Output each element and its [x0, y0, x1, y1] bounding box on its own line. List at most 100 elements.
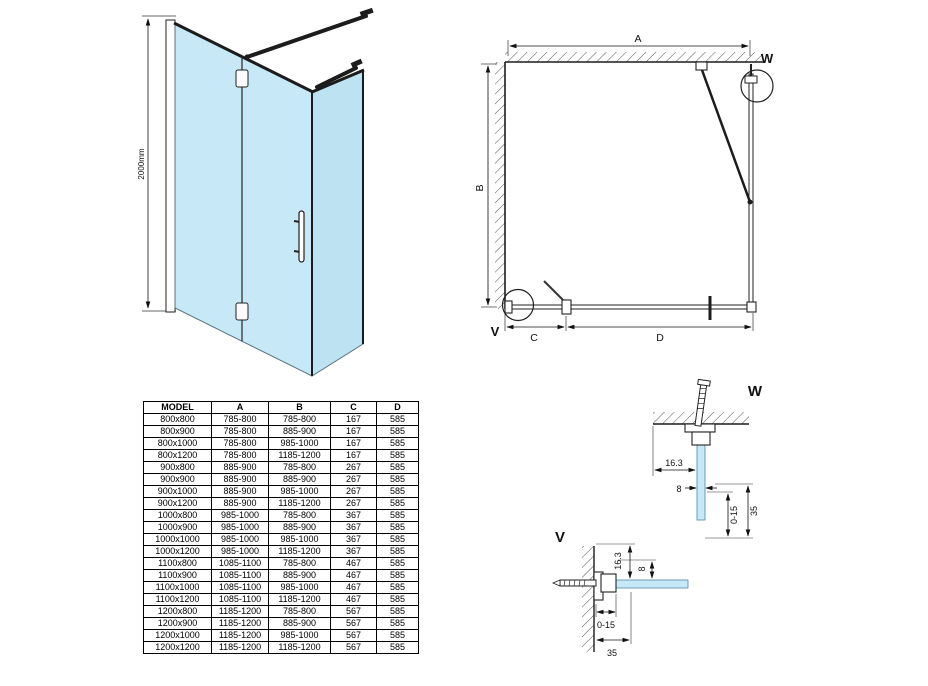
detail-v-marker: [501, 288, 535, 322]
table-cell: 167: [330, 449, 377, 462]
table-cell: 585: [376, 425, 419, 438]
table-cell: 567: [330, 617, 377, 630]
side-glass-plan: [748, 73, 754, 305]
table-cell: 885-900: [211, 473, 269, 486]
table-cell: 367: [330, 545, 377, 558]
table-cell: 1185-1200: [268, 497, 331, 510]
size-table-header-cell: D: [376, 401, 419, 414]
side-glass-panel: [311, 70, 364, 377]
table-cell: 885-900: [268, 569, 331, 582]
table-cell: 1000x800: [143, 509, 212, 522]
screw-w: [694, 378, 711, 427]
table-cell: 467: [330, 593, 377, 606]
table-cell: 985-1000: [211, 545, 269, 558]
table-cell: 567: [330, 641, 377, 654]
screw-v: [551, 579, 597, 587]
front-top-frame: [173, 21, 314, 94]
table-cell: 585: [376, 605, 419, 618]
corner-post-plan: [746, 301, 757, 313]
size-table-header-cell: C: [330, 401, 377, 414]
table-cell: 585: [376, 413, 419, 426]
table-cell: 985-1000: [268, 629, 331, 642]
table-cell: 585: [376, 497, 419, 510]
table-cell: 785-800: [268, 557, 331, 570]
table-cell: 567: [330, 605, 377, 618]
table-cell: 885-900: [211, 497, 269, 510]
table-cell: 1100x1200: [143, 593, 212, 606]
dim-w-glass: 8: [676, 484, 717, 494]
table-cell: 785-800: [268, 461, 331, 474]
table-cell: 985-1000: [211, 521, 269, 534]
table-cell: 585: [376, 521, 419, 534]
table-cell: 367: [330, 521, 377, 534]
table-cell: 467: [330, 581, 377, 594]
dim-w-width: 16.3: [652, 426, 696, 476]
table-cell: 985-1000: [211, 533, 269, 546]
table-cell: 585: [376, 533, 419, 546]
table-cell: 900x900: [143, 473, 212, 486]
height-dim-label: 2000mm: [137, 148, 146, 179]
detail-w: W 16.3 8 0-15: [652, 378, 763, 539]
table-cell: 885-900: [268, 521, 331, 534]
table-cell: 1185-1200: [211, 629, 269, 642]
table-cell: 1200x1200: [143, 641, 212, 654]
table-cell: 1200x800: [143, 605, 212, 618]
iso-view: 2000mm: [137, 7, 374, 377]
top-hinge: [235, 69, 249, 88]
dim-v-adjust-label: 0-15: [597, 620, 615, 630]
dim-w-glass-label: 8: [676, 484, 681, 494]
detail-v: V 16.3 8 0-15: [551, 529, 689, 658]
detail-v-title: V: [555, 529, 565, 546]
table-cell: 585: [376, 617, 419, 630]
table-cell: 885-900: [268, 473, 331, 486]
bottom-hinge: [235, 302, 249, 321]
dim-v-depth-label: 35: [607, 648, 617, 658]
table-cell: 900x1000: [143, 485, 212, 498]
table-cell: 985-1000: [211, 509, 269, 522]
table-cell: 785-800: [211, 425, 269, 438]
left-wall-hatch: [495, 62, 505, 309]
table-cell: 1000x1000: [143, 533, 212, 546]
table-cell: 1100x1000: [143, 581, 212, 594]
table-cell: 1185-1200: [268, 593, 331, 606]
dim-w-width-label: 16.3: [665, 458, 683, 468]
glass-clamp-v: [600, 573, 617, 593]
detail-v-callout-label: V: [491, 324, 500, 339]
table-cell: 985-1000: [268, 437, 331, 450]
table-cell: 1185-1200: [211, 605, 269, 618]
dim-v-glass: 8: [618, 559, 656, 579]
table-cell: 167: [330, 425, 377, 438]
shower-enclosure: [165, 7, 374, 377]
table-cell: 985-1000: [268, 581, 331, 594]
table-cell: 885-900: [268, 425, 331, 438]
table-cell: 585: [376, 485, 419, 498]
table-cell: 785-800: [211, 449, 269, 462]
hinge-plan: [561, 299, 572, 315]
dim-a-label: A: [634, 33, 641, 45]
support-bar-long: [244, 7, 374, 60]
dim-w-adjust-label: 0-15: [729, 506, 739, 524]
dim-w-depth-label: 35: [749, 506, 759, 516]
table-cell: 585: [376, 641, 419, 654]
w-bracket-plan: [744, 64, 758, 84]
table-cell: 785-800: [268, 509, 331, 522]
table-cell: 1185-1200: [268, 449, 331, 462]
table-cell: 367: [330, 509, 377, 522]
table-cell: 785-800: [268, 413, 331, 426]
table-cell: 267: [330, 497, 377, 510]
plan-view: A B C D: [474, 33, 774, 344]
